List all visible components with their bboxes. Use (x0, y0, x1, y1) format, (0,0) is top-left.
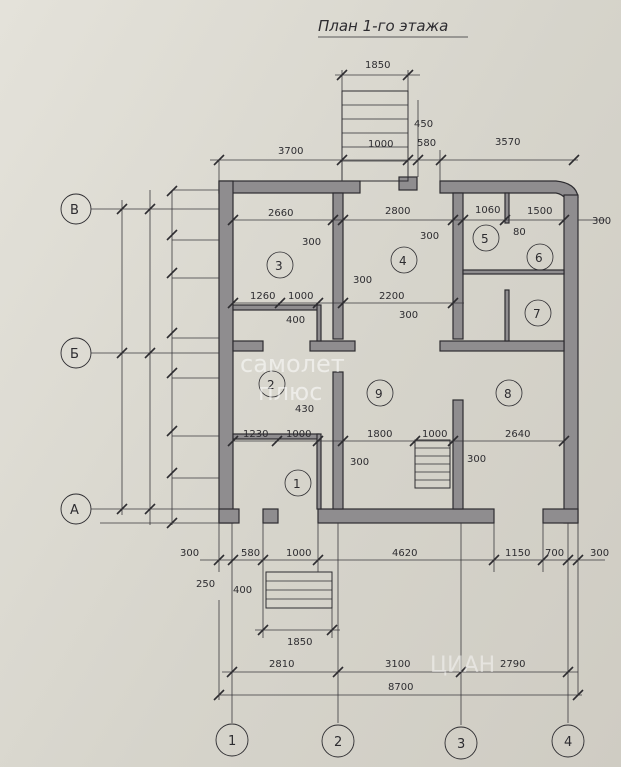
room-5-label: 5 (481, 232, 489, 246)
dim-bottom-1000: 1000 (286, 548, 311, 559)
wall-right (563, 194, 579, 524)
walls (218, 176, 579, 524)
partition-room6 (462, 269, 565, 275)
dim-bottom-250: 250 (196, 579, 215, 590)
dim-80: 80 (513, 227, 526, 238)
axis-col-1: 1 (228, 734, 236, 749)
staircase-top (341, 90, 409, 182)
wall-top-left (218, 180, 361, 194)
dim-1000-d: 1000 (422, 429, 447, 440)
room-2-label: 2 (267, 378, 275, 392)
dim-1000-top: 1000 (368, 139, 393, 150)
dim-1500: 1500 (527, 206, 552, 217)
plan-title: План 1-го этажа (318, 17, 448, 35)
dim-2790: 2790 (500, 659, 525, 670)
room-7-label: 7 (533, 307, 541, 321)
room-9-label: 9 (375, 387, 383, 401)
room-6-label: 6 (535, 251, 543, 265)
dim-580-top: 580 (417, 138, 436, 149)
staircase-bottom (265, 571, 333, 609)
bottom-dimension-chains: 300 580 1000 4620 1150 700 300 250 400 1… (180, 523, 609, 701)
dim-300-mid: 300 (353, 275, 372, 286)
axis-row-b: Б (70, 347, 79, 362)
partition-room3-v (316, 304, 322, 342)
dim-3570: 3570 (495, 137, 520, 148)
wall-inner-v2b (452, 399, 464, 510)
dim-bottom-700: 700 (545, 548, 564, 559)
wall-inner-v1b (332, 371, 344, 510)
room-8-label: 8 (504, 387, 512, 401)
wall-bottom-right (542, 508, 579, 524)
dim-2810: 2810 (269, 659, 294, 670)
dim-300-c: 300 (399, 310, 418, 321)
partition-room5 (504, 192, 510, 224)
wall-bottom-middle (317, 508, 495, 524)
wall-inner-v1 (332, 192, 344, 340)
wall-bottom-left (218, 508, 240, 524)
dim-bottom-400: 400 (233, 585, 252, 596)
dim-bottom-300-left: 300 (180, 548, 199, 559)
wall-bottom-stub (262, 508, 279, 524)
room-labels: 1 2 3 4 5 6 7 8 9 (258, 224, 554, 497)
room-3-label: 3 (275, 259, 283, 273)
top-dimension-chains: 1850 3700 1000 450 580 3570 (210, 60, 580, 181)
dim-stair-top-width: 1850 (365, 60, 390, 71)
dim-1000-c: 1000 (286, 429, 311, 440)
dim-1260: 1260 (250, 291, 275, 302)
dim-bottom-300-right: 300 (590, 548, 609, 559)
axis-rows: В Б А (60, 193, 219, 525)
wall-h-right (439, 340, 565, 352)
dim-430: 430 (295, 404, 314, 415)
dim-300-e: 300 (350, 457, 369, 468)
left-dimension-chains (100, 185, 219, 529)
partition-wc-v (316, 433, 322, 510)
dim-bottom-4620: 4620 (392, 548, 417, 559)
dim-1230: 1230 (243, 429, 268, 440)
watermark-line2: плюс (258, 378, 322, 406)
dim-300-room3: 300 (302, 237, 321, 248)
dim-bottom-1850: 1850 (287, 637, 312, 648)
staircase-inner (414, 439, 451, 489)
dim-450: 450 (414, 119, 433, 130)
dim-3100: 3100 (385, 659, 410, 670)
axis-col-4: 4 (564, 735, 572, 750)
dim-2660: 2660 (268, 208, 293, 219)
dim-1060: 1060 (475, 205, 500, 216)
wall-inner-v2 (452, 192, 464, 340)
watermark: самолет плюс ЦИАН (240, 350, 495, 678)
room-4-label: 4 (399, 254, 407, 268)
watermark-line1: самолет (240, 350, 345, 378)
dim-8700: 8700 (388, 682, 413, 693)
wall-h-left (232, 340, 264, 352)
dim-2200: 2200 (379, 291, 404, 302)
axis-col-2: 2 (334, 735, 342, 750)
wall-h-mid (309, 340, 356, 352)
dim-1800: 1800 (367, 429, 392, 440)
dim-300-f: 300 (467, 454, 486, 465)
axis-row-a: А (70, 503, 79, 518)
dim-2640: 2640 (505, 429, 530, 440)
axis-col-3: 3 (457, 737, 465, 752)
dim-300-right: 300 (592, 216, 611, 227)
wall-left (218, 180, 234, 524)
room-1-label: 1 (293, 477, 301, 491)
axis-cols: 1 2 3 4 (215, 523, 585, 760)
dim-1000-b: 1000 (288, 291, 313, 302)
axis-row-v: В (70, 203, 79, 218)
dim-3700: 3700 (278, 146, 303, 157)
interior-dimensions: 2660 2800 1060 1500 300 80 300 300 300 1… (227, 205, 611, 468)
dim-2800: 2800 (385, 206, 410, 217)
dim-300-room4: 300 (420, 231, 439, 242)
dim-bottom-580: 580 (241, 548, 260, 559)
dim-400: 400 (286, 315, 305, 326)
partition-room7 (504, 289, 510, 342)
dim-bottom-1150: 1150 (505, 548, 530, 559)
watermark-corner: ЦИАН (430, 653, 495, 678)
